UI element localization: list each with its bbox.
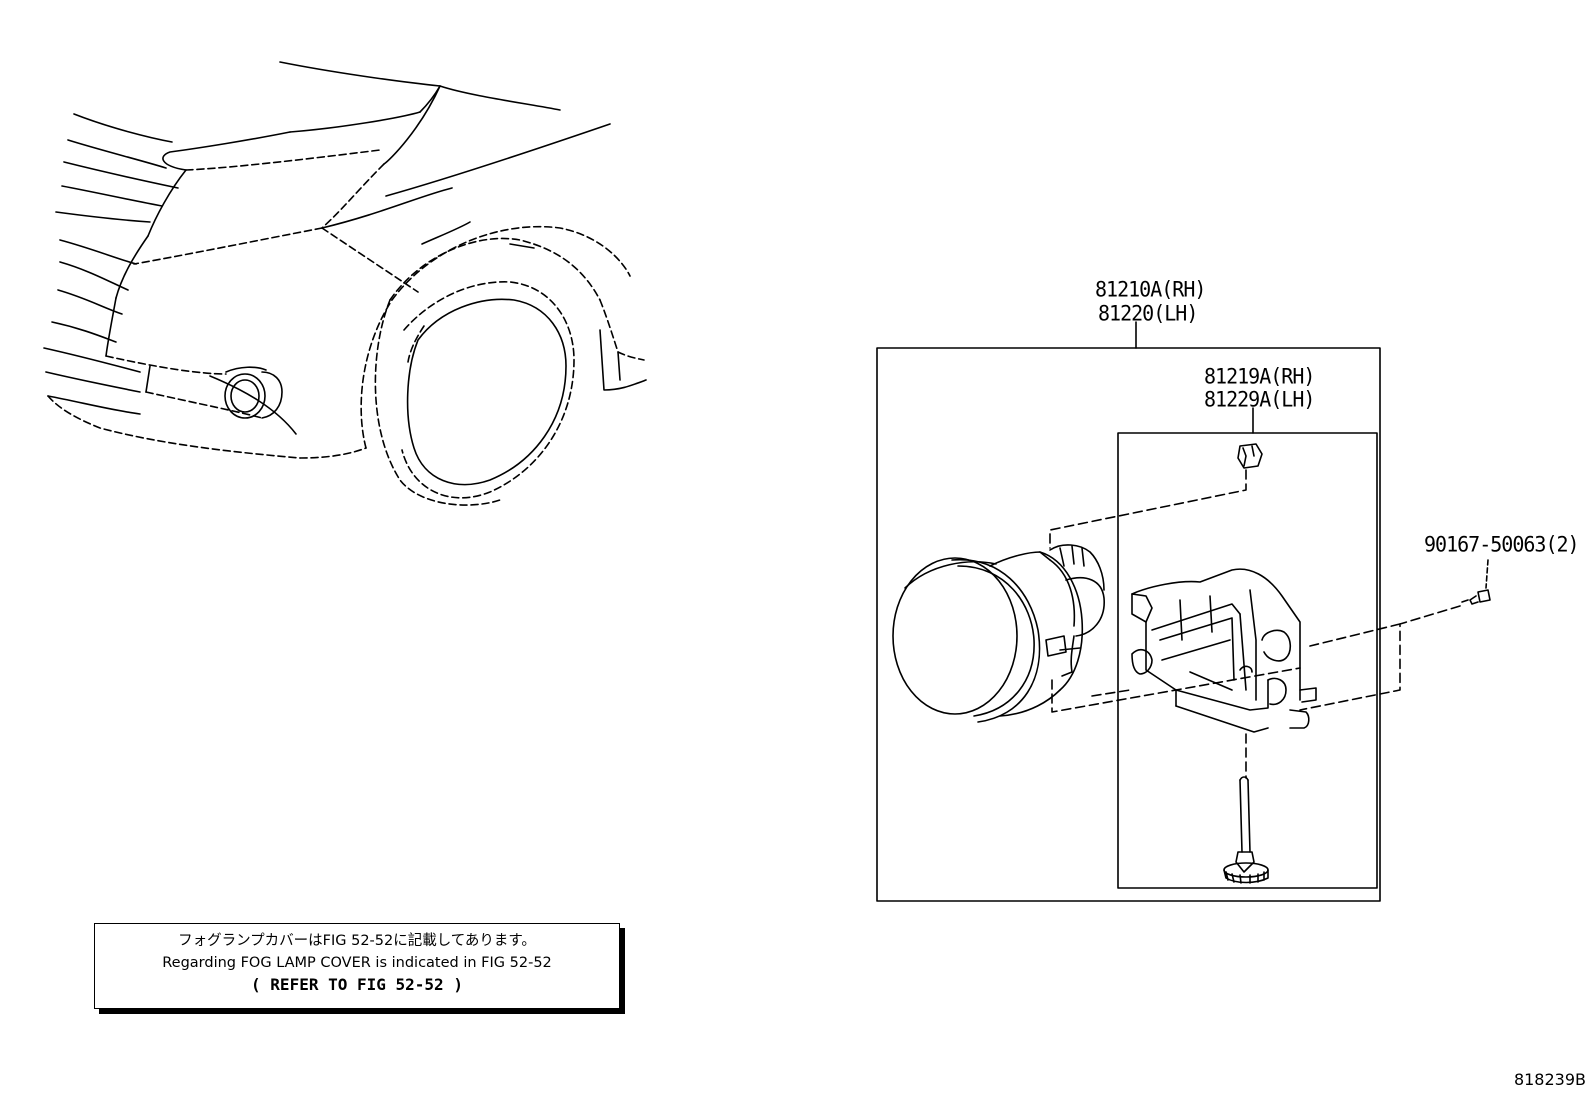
label-bracket-rh: 81219A(RH) — [1204, 363, 1315, 389]
label-fog-lamp-rh: 81210A(RH) — [1095, 276, 1206, 302]
adjuster-part — [1223, 776, 1269, 884]
figure-id: 818239B — [1513, 1070, 1586, 1089]
note-line-english: Regarding FOG LAMP COVER is indicated in… — [162, 955, 552, 971]
label-screw: 90167-50063(2) — [1424, 531, 1580, 557]
bracket-frame — [1117, 407, 1378, 889]
fog-lamp-part — [892, 544, 1105, 723]
vehicle-front-sketch — [43, 61, 647, 506]
note-line-refer: ( REFER TO FIG 52-52 ) — [251, 975, 463, 994]
screw-part — [1461, 559, 1491, 605]
label-bracket-lh: 81229A(LH) — [1204, 386, 1315, 412]
assembly-frame — [876, 321, 1381, 902]
label-fog-lamp-lh: 81220(LH) — [1098, 300, 1198, 326]
reference-note: フォグランプカバーはFIG 52-52に記載してあります。 Regarding … — [94, 923, 620, 1009]
clip-part — [1237, 443, 1263, 469]
dashed-leader-lines — [1049, 469, 1461, 779]
note-line-japanese: フォグランプカバーはFIG 52-52に記載してあります。 — [178, 933, 536, 949]
bracket-part — [1131, 568, 1317, 733]
